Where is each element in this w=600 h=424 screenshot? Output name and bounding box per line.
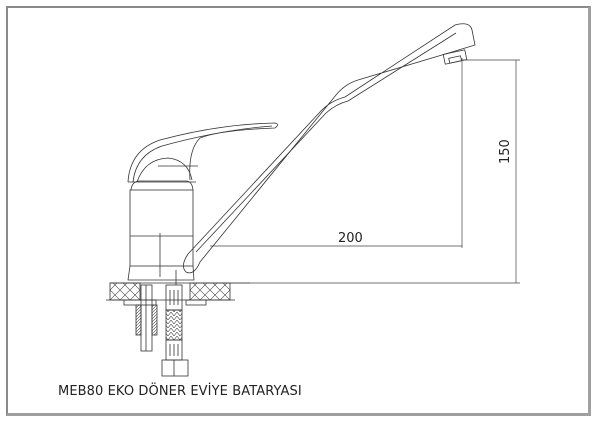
lever-handle xyxy=(127,122,278,183)
height-dimension-label: 150 xyxy=(498,139,513,164)
drawing-frame xyxy=(6,6,591,416)
spout xyxy=(183,23,476,274)
faucet-body xyxy=(127,180,195,281)
dimension-lines xyxy=(210,58,520,284)
product-title: MEB80 EKO DÖNER EVİYE BATARYASI xyxy=(58,384,302,399)
reach-dimension-label: 200 xyxy=(338,231,363,246)
faucet-outline xyxy=(106,23,476,377)
